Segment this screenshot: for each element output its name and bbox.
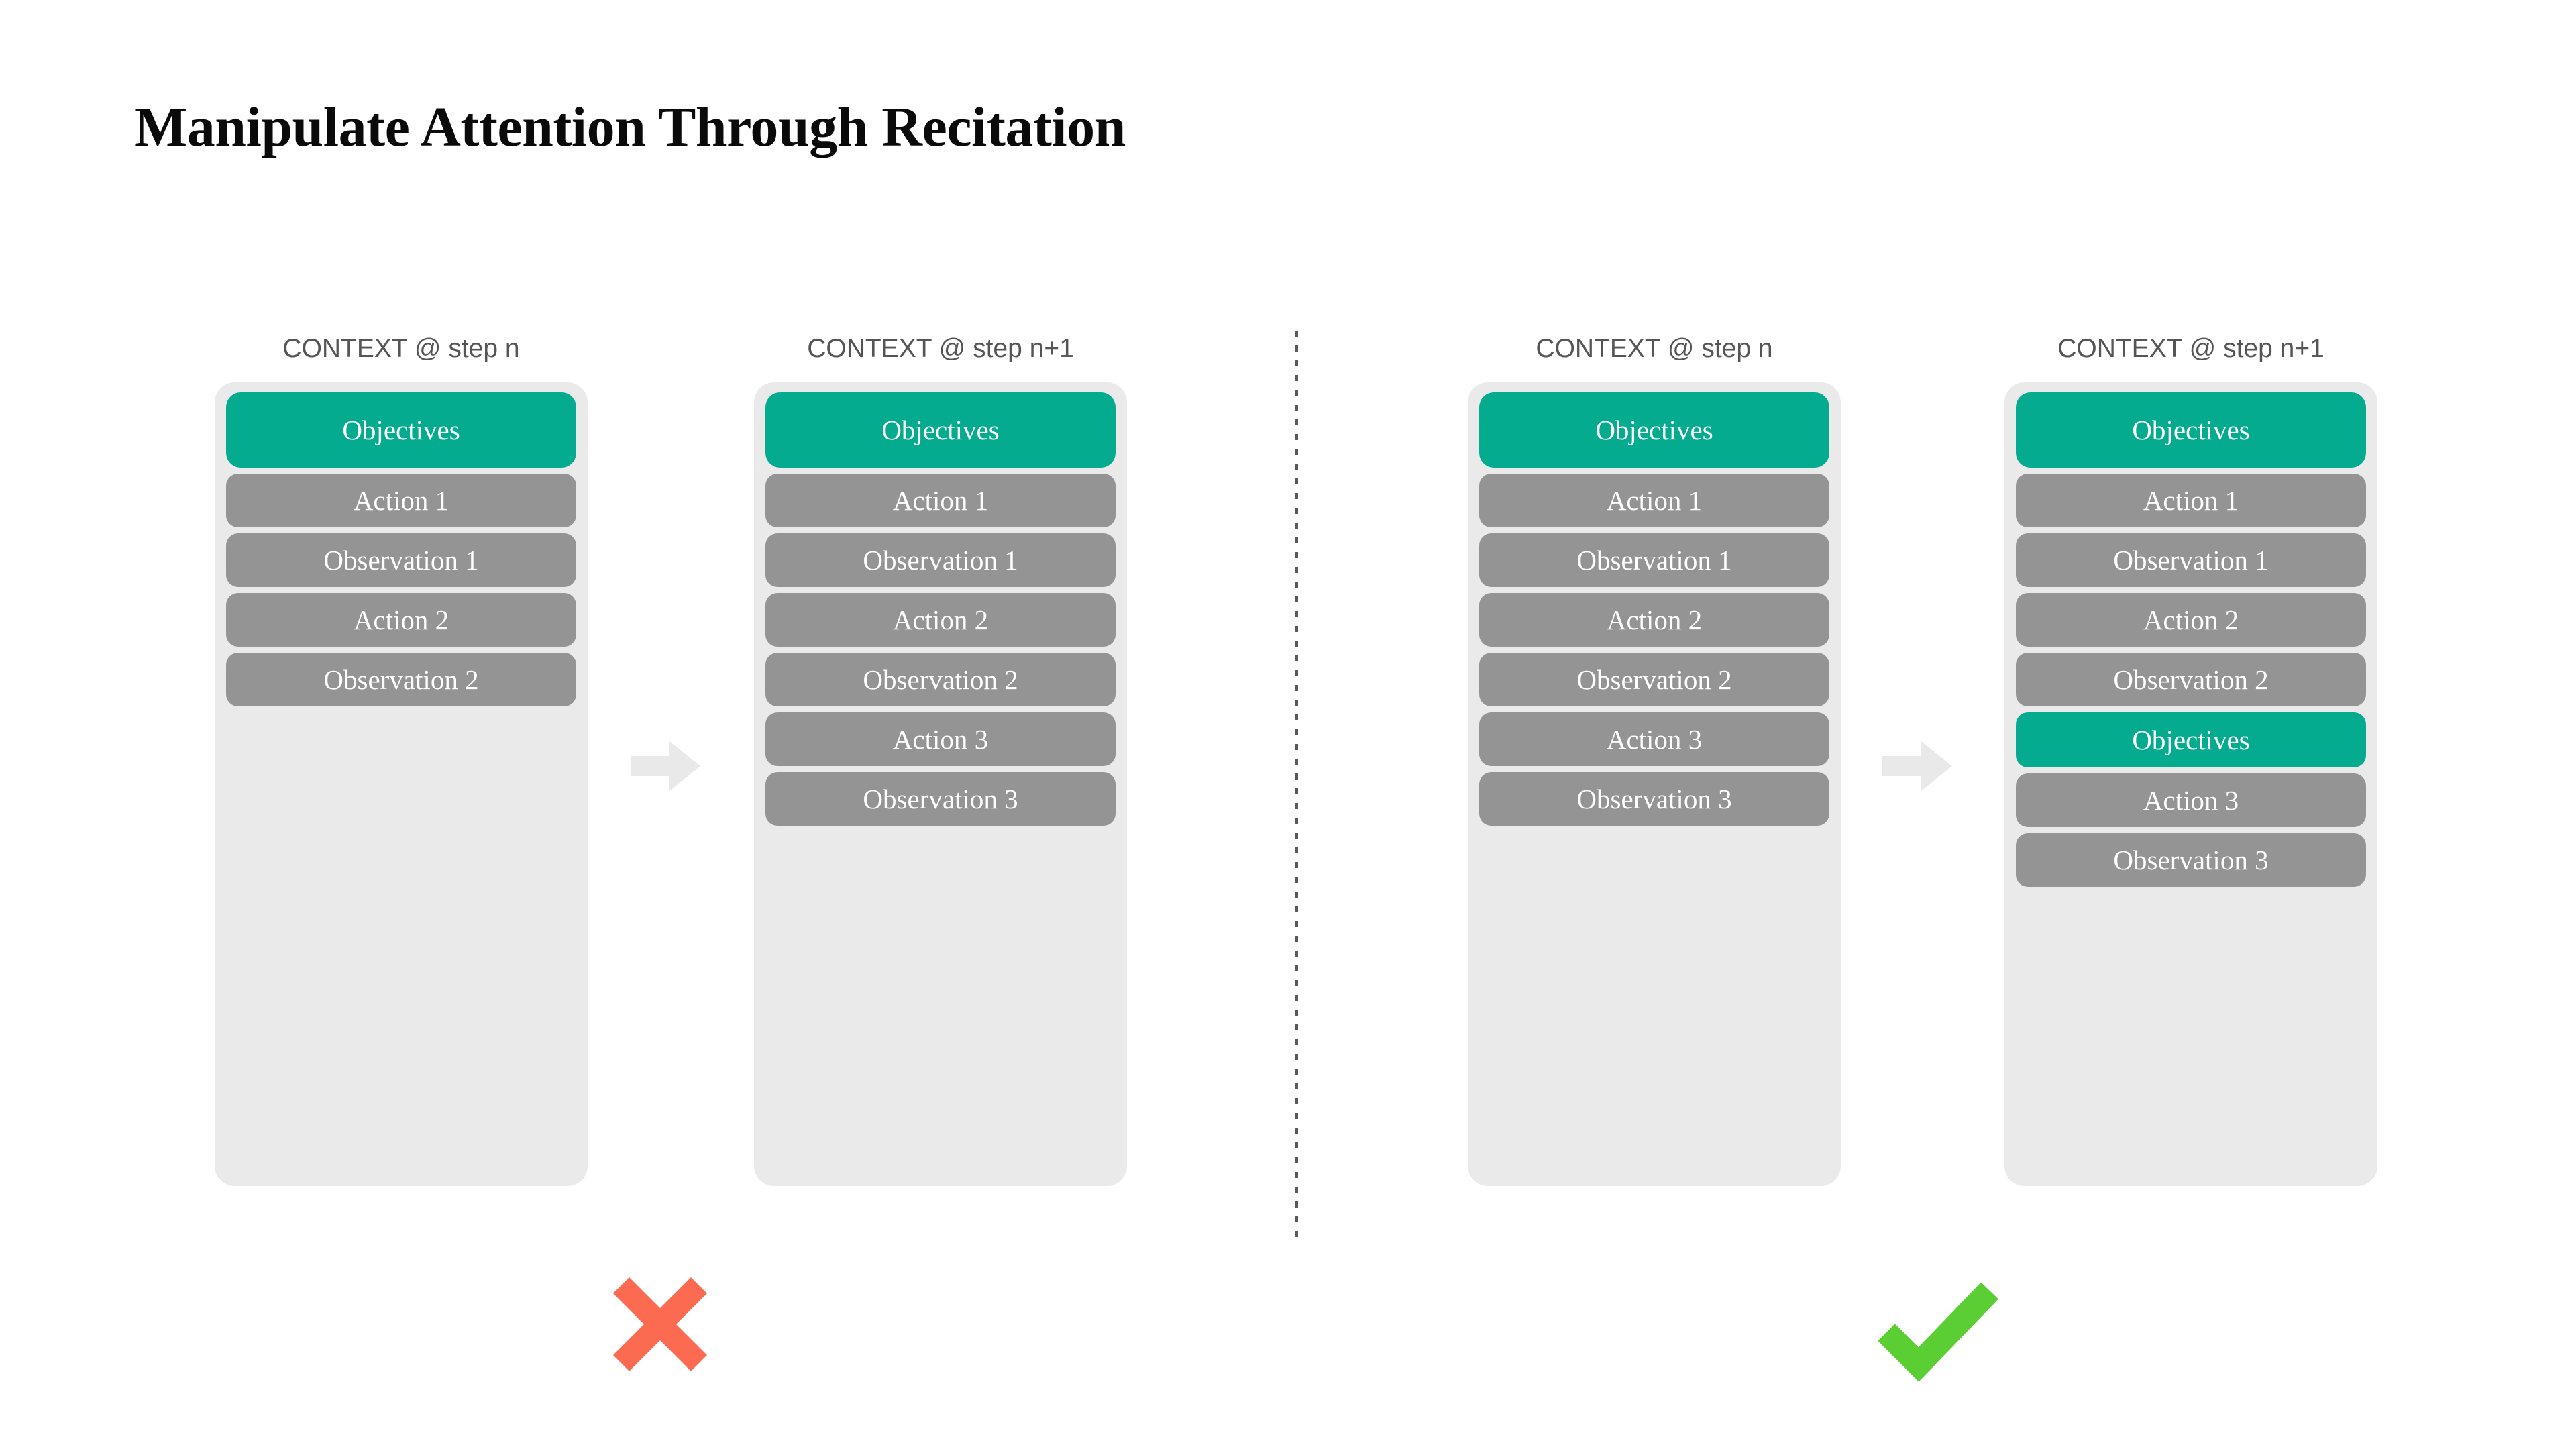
column-header: CONTEXT @ step n+1 xyxy=(2057,334,2324,363)
context-entry[interactable]: Observation 1 xyxy=(2016,533,2366,587)
context-entry-label: Observation 1 xyxy=(1576,545,1732,576)
context-entry-objectives[interactable]: Objectives xyxy=(2016,392,2366,468)
column-header: CONTEXT @ step n xyxy=(282,334,520,363)
context-entry[interactable]: Observation 1 xyxy=(226,533,576,587)
context-entry[interactable]: Observation 2 xyxy=(226,653,576,706)
context-entry-label: Action 1 xyxy=(892,485,989,516)
context-entry-label: Observation 1 xyxy=(2113,545,2269,576)
context-entry[interactable]: Observation 3 xyxy=(1479,772,1829,826)
context-entry[interactable]: Action 3 xyxy=(2016,773,2366,827)
context-entry-label: Action 2 xyxy=(892,604,989,635)
context-column-bad-step-n-plus-1: CONTEXT @ step n+1 Objectives Action 1 O… xyxy=(754,335,1127,1186)
context-entry[interactable]: Observation 2 xyxy=(765,653,1116,706)
arrow-right-icon xyxy=(1882,741,1952,791)
context-entry[interactable]: Observation 2 xyxy=(2016,653,2366,706)
context-entry-label: Observation 1 xyxy=(323,545,479,576)
context-entry[interactable]: Action 1 xyxy=(226,474,576,527)
context-entry[interactable]: Action 1 xyxy=(2016,474,2366,527)
cross-icon xyxy=(597,1261,738,1402)
context-entry[interactable]: Action 3 xyxy=(765,712,1116,766)
context-entry[interactable]: Action 2 xyxy=(1479,593,1829,647)
context-entry-label: Observation 2 xyxy=(1576,664,1732,695)
context-entry-label: Action 1 xyxy=(1606,485,1703,516)
context-entry-label: Action 1 xyxy=(2143,485,2239,516)
context-box: Objectives Action 1 Observation 1 Action… xyxy=(2004,382,2377,1186)
context-entry-label: Observation 3 xyxy=(863,784,1018,814)
context-entry-label: Observation 1 xyxy=(863,545,1018,576)
context-entry-label: Action 1 xyxy=(353,485,449,516)
context-entry-label: Observation 2 xyxy=(323,664,479,695)
context-entry-objectives[interactable]: Objectives xyxy=(1479,392,1829,468)
context-box: Objectives Action 1 Observation 1 Action… xyxy=(1468,382,1841,1186)
context-entry-objectives[interactable]: Objectives xyxy=(765,392,1116,468)
context-entry-label: Objectives xyxy=(881,415,1000,445)
context-entry-label: Action 2 xyxy=(2143,604,2239,635)
page-title: Manipulate Attention Through Recitation xyxy=(134,96,1126,158)
context-entry-label: Objectives xyxy=(342,415,460,445)
column-header: CONTEXT @ step n+1 xyxy=(807,334,1074,363)
context-column-good-step-n-plus-1: CONTEXT @ step n+1 Objectives Action 1 O… xyxy=(2004,335,2377,1186)
context-box: Objectives Action 1 Observation 1 Action… xyxy=(754,382,1127,1186)
context-entry-label: Action 2 xyxy=(353,604,449,635)
context-entry-label: Action 3 xyxy=(892,724,989,755)
context-entry[interactable]: Observation 3 xyxy=(2016,833,2366,887)
context-entry-label: Objectives xyxy=(2132,724,2250,755)
context-entry[interactable]: Observation 1 xyxy=(765,533,1116,587)
context-entry-label: Observation 2 xyxy=(2113,664,2269,695)
check-icon xyxy=(1872,1261,2012,1402)
dashed-vertical-divider xyxy=(1295,331,1298,1243)
context-entry[interactable]: Action 1 xyxy=(765,474,1116,527)
context-entry[interactable]: Action 2 xyxy=(2016,593,2366,647)
context-box: Objectives Action 1 Observation 1 Action… xyxy=(215,382,588,1186)
context-entry-label: Action 3 xyxy=(1606,724,1703,755)
context-entry-label: Objectives xyxy=(1595,415,1713,445)
context-entry-objectives[interactable]: Objectives xyxy=(226,392,576,468)
column-header: CONTEXT @ step n xyxy=(1536,334,1773,363)
context-entry-label: Objectives xyxy=(2132,415,2250,445)
context-column-bad-step-n: CONTEXT @ step n Objectives Action 1 Obs… xyxy=(215,335,588,1186)
context-entry-label: Observation 2 xyxy=(863,664,1018,695)
context-entry[interactable]: Action 2 xyxy=(765,593,1116,647)
context-entry[interactable]: Observation 3 xyxy=(765,772,1116,826)
context-entry[interactable]: Action 3 xyxy=(1479,712,1829,766)
context-column-good-step-n: CONTEXT @ step n Objectives Action 1 Obs… xyxy=(1468,335,1841,1186)
context-entry[interactable]: Observation 2 xyxy=(1479,653,1829,706)
arrow-right-icon xyxy=(631,741,700,791)
context-entry-label: Action 3 xyxy=(2143,785,2239,816)
context-entry-label: Action 2 xyxy=(1606,604,1703,635)
context-entry[interactable]: Action 2 xyxy=(226,593,576,647)
context-entry-objectives-recited[interactable]: Objectives xyxy=(2016,712,2366,767)
context-entry-label: Observation 3 xyxy=(1576,784,1732,814)
context-entry-label: Observation 3 xyxy=(2113,845,2269,875)
context-entry[interactable]: Observation 1 xyxy=(1479,533,1829,587)
context-entry[interactable]: Action 1 xyxy=(1479,474,1829,527)
